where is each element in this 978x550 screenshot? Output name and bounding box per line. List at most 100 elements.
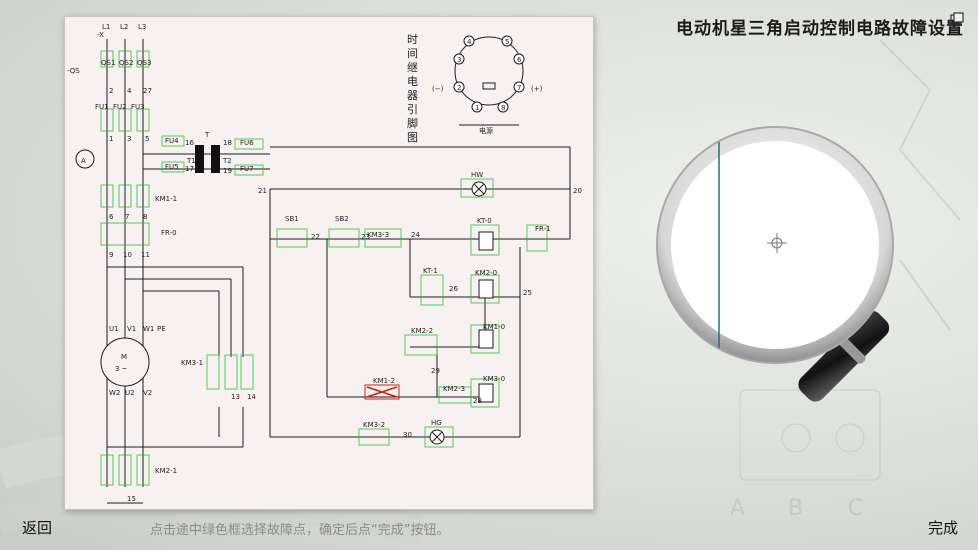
svg-text:6: 6 bbox=[517, 56, 522, 64]
fault-point-fu3[interactable] bbox=[136, 108, 150, 132]
transformer-core-right bbox=[211, 145, 220, 173]
svg-text:4: 4 bbox=[127, 87, 132, 95]
svg-text:9: 9 bbox=[109, 251, 113, 259]
svg-text:6: 6 bbox=[109, 213, 114, 221]
svg-text:5: 5 bbox=[505, 38, 509, 46]
svg-text:3 ~: 3 ~ bbox=[115, 365, 128, 373]
fault-points[interactable] bbox=[100, 50, 548, 486]
svg-text:27: 27 bbox=[143, 87, 152, 95]
svg-text:11: 11 bbox=[141, 251, 150, 259]
fault-point-km2-1b[interactable] bbox=[118, 454, 132, 486]
back-button[interactable]: 返回 bbox=[22, 519, 53, 537]
fault-point-qs2[interactable] bbox=[118, 50, 132, 68]
fault-point-km2-1a[interactable] bbox=[100, 454, 114, 486]
transformer-core-left bbox=[195, 145, 204, 173]
relay-pinout-title: 时间继电器引脚图 bbox=[407, 33, 418, 144]
fault-point-km1-1c[interactable] bbox=[136, 184, 150, 208]
svg-text:KM2-3: KM2-3 bbox=[443, 385, 465, 393]
svg-text:24: 24 bbox=[411, 231, 420, 239]
svg-text:SB2: SB2 bbox=[335, 215, 349, 223]
restore-window-icon[interactable] bbox=[950, 12, 964, 26]
fault-point-km3-1c[interactable] bbox=[240, 354, 254, 390]
fault-point-km3-3[interactable] bbox=[364, 228, 402, 248]
fault-point-km2-1c[interactable] bbox=[136, 454, 150, 486]
fault-point-fr0[interactable] bbox=[100, 222, 150, 246]
svg-text:HW: HW bbox=[471, 171, 483, 179]
fault-point-km1-0[interactable] bbox=[470, 324, 500, 354]
fault-point-qs1[interactable] bbox=[100, 50, 114, 68]
fault-point-hw[interactable] bbox=[460, 178, 494, 198]
svg-text:(+): (+) bbox=[531, 85, 543, 93]
crosshair-icon bbox=[767, 233, 787, 253]
fault-point-fu4[interactable] bbox=[161, 135, 185, 147]
svg-text:SB1: SB1 bbox=[285, 215, 299, 223]
coil-km3 bbox=[478, 383, 494, 403]
svg-text:30: 30 bbox=[403, 431, 412, 439]
diagram-labels: L1 L2 L3 -X -QS QS1 QS2 QS3 2 4 27 FU1 F… bbox=[67, 23, 582, 503]
fault-point-fu1[interactable] bbox=[100, 108, 114, 132]
svg-text:8: 8 bbox=[501, 104, 505, 112]
coil-km1 bbox=[478, 329, 494, 349]
fault-point-fu6[interactable] bbox=[234, 138, 264, 150]
svg-text:U1: U1 bbox=[109, 325, 119, 333]
fault-point-fu5[interactable] bbox=[161, 161, 185, 173]
selected-fault-marker[interactable] bbox=[364, 384, 400, 400]
fault-point-km3-2[interactable] bbox=[358, 428, 390, 446]
svg-text:28: 28 bbox=[473, 397, 482, 405]
svg-text:KM3-3: KM3-3 bbox=[367, 231, 389, 239]
fault-point-km1-1a[interactable] bbox=[100, 184, 114, 208]
svg-text:A: A bbox=[730, 496, 745, 521]
svg-text:FR-0: FR-0 bbox=[161, 229, 177, 237]
svg-text:电源: 电源 bbox=[479, 126, 493, 135]
svg-text:KM1-0: KM1-0 bbox=[483, 323, 505, 331]
svg-text:13: 13 bbox=[231, 393, 240, 401]
svg-text:20: 20 bbox=[573, 187, 582, 195]
svg-text:QS2: QS2 bbox=[119, 59, 133, 67]
fault-point-qs3[interactable] bbox=[136, 50, 150, 68]
svg-text:17: 17 bbox=[185, 165, 194, 173]
fault-point-kt0[interactable] bbox=[470, 224, 500, 256]
fault-point-fu2[interactable] bbox=[118, 108, 132, 132]
svg-text:23: 23 bbox=[361, 233, 370, 241]
svg-text:HG: HG bbox=[431, 419, 442, 427]
svg-text:W1: W1 bbox=[143, 325, 154, 333]
svg-text:3: 3 bbox=[127, 135, 131, 143]
svg-text:PE: PE bbox=[157, 325, 166, 333]
fault-point-sb1[interactable] bbox=[276, 228, 308, 248]
svg-text:FU1: FU1 bbox=[95, 103, 109, 111]
svg-text:3: 3 bbox=[457, 56, 461, 64]
svg-text:KM1-1: KM1-1 bbox=[155, 195, 177, 203]
svg-text:10: 10 bbox=[123, 251, 132, 259]
svg-text:1: 1 bbox=[109, 135, 113, 143]
svg-text:1: 1 bbox=[475, 104, 479, 112]
fault-point-fu7[interactable] bbox=[234, 164, 264, 176]
svg-text:FU2: FU2 bbox=[113, 103, 127, 111]
svg-text:KT-1: KT-1 bbox=[423, 267, 438, 275]
svg-text:T1: T1 bbox=[186, 157, 196, 165]
fault-point-km2-0[interactable] bbox=[470, 274, 500, 304]
svg-text:KM3-1: KM3-1 bbox=[181, 359, 203, 367]
fault-point-km3-1b[interactable] bbox=[224, 354, 238, 390]
svg-text:7: 7 bbox=[125, 213, 129, 221]
svg-text:FU6: FU6 bbox=[240, 139, 254, 147]
svg-text:8: 8 bbox=[143, 213, 147, 221]
svg-text:16: 16 bbox=[185, 139, 194, 147]
fault-point-km2-2[interactable] bbox=[404, 334, 438, 356]
magnifier-icon[interactable] bbox=[650, 120, 950, 420]
svg-text:KM2-0: KM2-0 bbox=[475, 269, 497, 277]
svg-text:2: 2 bbox=[457, 84, 461, 92]
fault-point-fr1[interactable] bbox=[526, 224, 548, 252]
svg-text:QS1: QS1 bbox=[101, 59, 115, 67]
svg-text:T: T bbox=[204, 131, 210, 139]
fault-point-kt1[interactable] bbox=[420, 274, 444, 306]
fault-point-hg[interactable] bbox=[424, 426, 454, 448]
done-button[interactable]: 完成 bbox=[927, 519, 958, 537]
fault-point-km1-1b[interactable] bbox=[118, 184, 132, 208]
fault-point-sb2[interactable] bbox=[328, 228, 360, 248]
svg-text:KM3-0: KM3-0 bbox=[483, 375, 505, 383]
svg-text:29: 29 bbox=[431, 367, 440, 375]
lamp-hw-icon bbox=[471, 181, 487, 197]
svg-text:15: 15 bbox=[127, 495, 136, 503]
fault-point-km3-1a[interactable] bbox=[206, 354, 220, 390]
fault-point-km3-0[interactable] bbox=[470, 378, 500, 408]
